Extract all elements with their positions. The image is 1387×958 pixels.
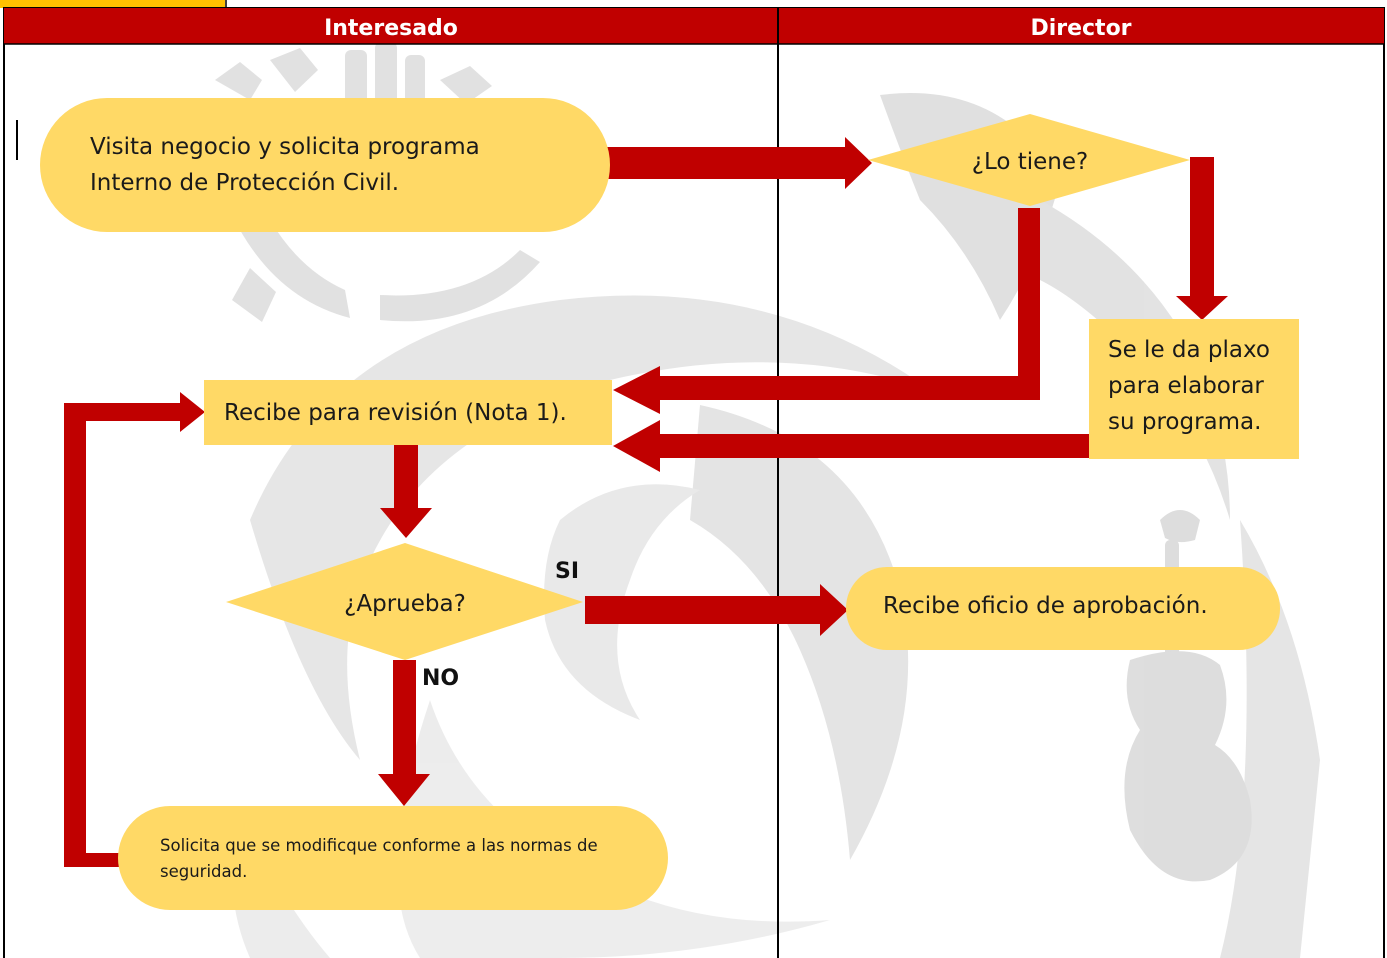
node-recibe-revision-shape [204, 380, 612, 445]
node-aprueba-label: ¿Aprueba? [344, 591, 466, 617]
node-visita-shape [40, 98, 610, 232]
arrow-revision-to-aprueba [380, 445, 432, 538]
node-plazo: Se le da plaxo para elaborar su programa… [1089, 319, 1299, 459]
lane-title-interesado: Interesado [324, 16, 458, 41]
node-recibe-oficio-shape [846, 567, 1280, 650]
node-aprueba: ¿Aprueba? [226, 543, 583, 660]
node-aprueba-shape [226, 543, 583, 660]
node-recibe-oficio: Recibe oficio de aprobación. [846, 567, 1280, 650]
node-plazo-line-2: para elaborar [1108, 373, 1264, 399]
arrow-aprueba-to-oficio [585, 584, 848, 636]
node-visita-line-2: Interno de Protección Civil. [90, 170, 399, 196]
node-recibe-revision-label: Recibe para revisión (Nota 1). [224, 400, 567, 426]
node-solicita-modificar-line-1: Solicita que se modificque conforme a la… [160, 836, 598, 855]
node-solicita-modificar: Solicita que se modificque conforme a la… [118, 806, 668, 910]
watermark-violin [1124, 510, 1252, 882]
node-recibe-oficio-label: Recibe oficio de aprobación. [883, 593, 1208, 619]
node-plazo-line-3: su programa. [1108, 409, 1261, 435]
arrows [64, 137, 1228, 867]
node-plazo-shape [1089, 319, 1299, 459]
arrow-plazo-to-revision [613, 420, 1090, 472]
edge-label-no: NO [422, 666, 459, 691]
arrow-lotiene-to-revision [613, 208, 1040, 414]
top-tab [0, 0, 225, 8]
header-bar [4, 8, 1384, 44]
node-lo-tiene-label: ¿Lo tiene? [972, 149, 1089, 175]
arrow-visita-to-lotiene [605, 137, 872, 189]
arrow-modificar-to-revision [64, 392, 205, 867]
arrow-aprueba-to-modificar [378, 660, 430, 806]
lane-title-director: Director [1030, 16, 1131, 41]
edge-label-si: SI [555, 559, 579, 584]
node-recibe-revision: Recibe para revisión (Nota 1). [204, 380, 612, 445]
node-solicita-modificar-shape [118, 806, 668, 910]
node-solicita-modificar-line-2: seguridad. [160, 862, 247, 881]
node-lo-tiene-shape [868, 114, 1190, 206]
node-visita: Visita negocio y solicita programa Inter… [40, 98, 610, 232]
node-visita-line-1: Visita negocio y solicita programa [90, 134, 480, 160]
node-lo-tiene: ¿Lo tiene? [868, 114, 1190, 206]
arrow-lotiene-to-plazo [1176, 157, 1228, 320]
node-plazo-line-1: Se le da plaxo [1108, 337, 1270, 363]
